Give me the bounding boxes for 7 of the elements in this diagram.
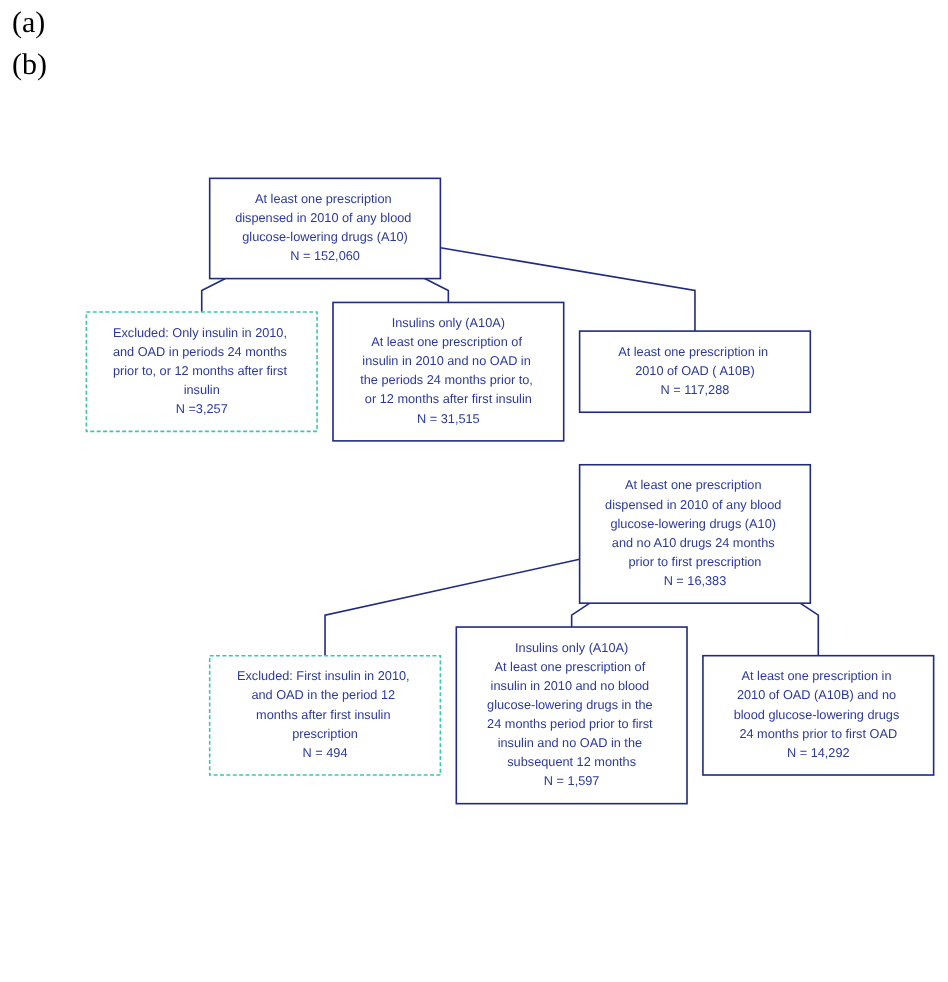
connector	[799, 602, 820, 657]
panel-label: (a)	[12, 8, 47, 42]
connector	[570, 602, 591, 628]
connector	[439, 247, 696, 332]
connector	[423, 277, 450, 304]
connector	[324, 558, 581, 657]
panel-label: (b)	[12, 50, 47, 84]
